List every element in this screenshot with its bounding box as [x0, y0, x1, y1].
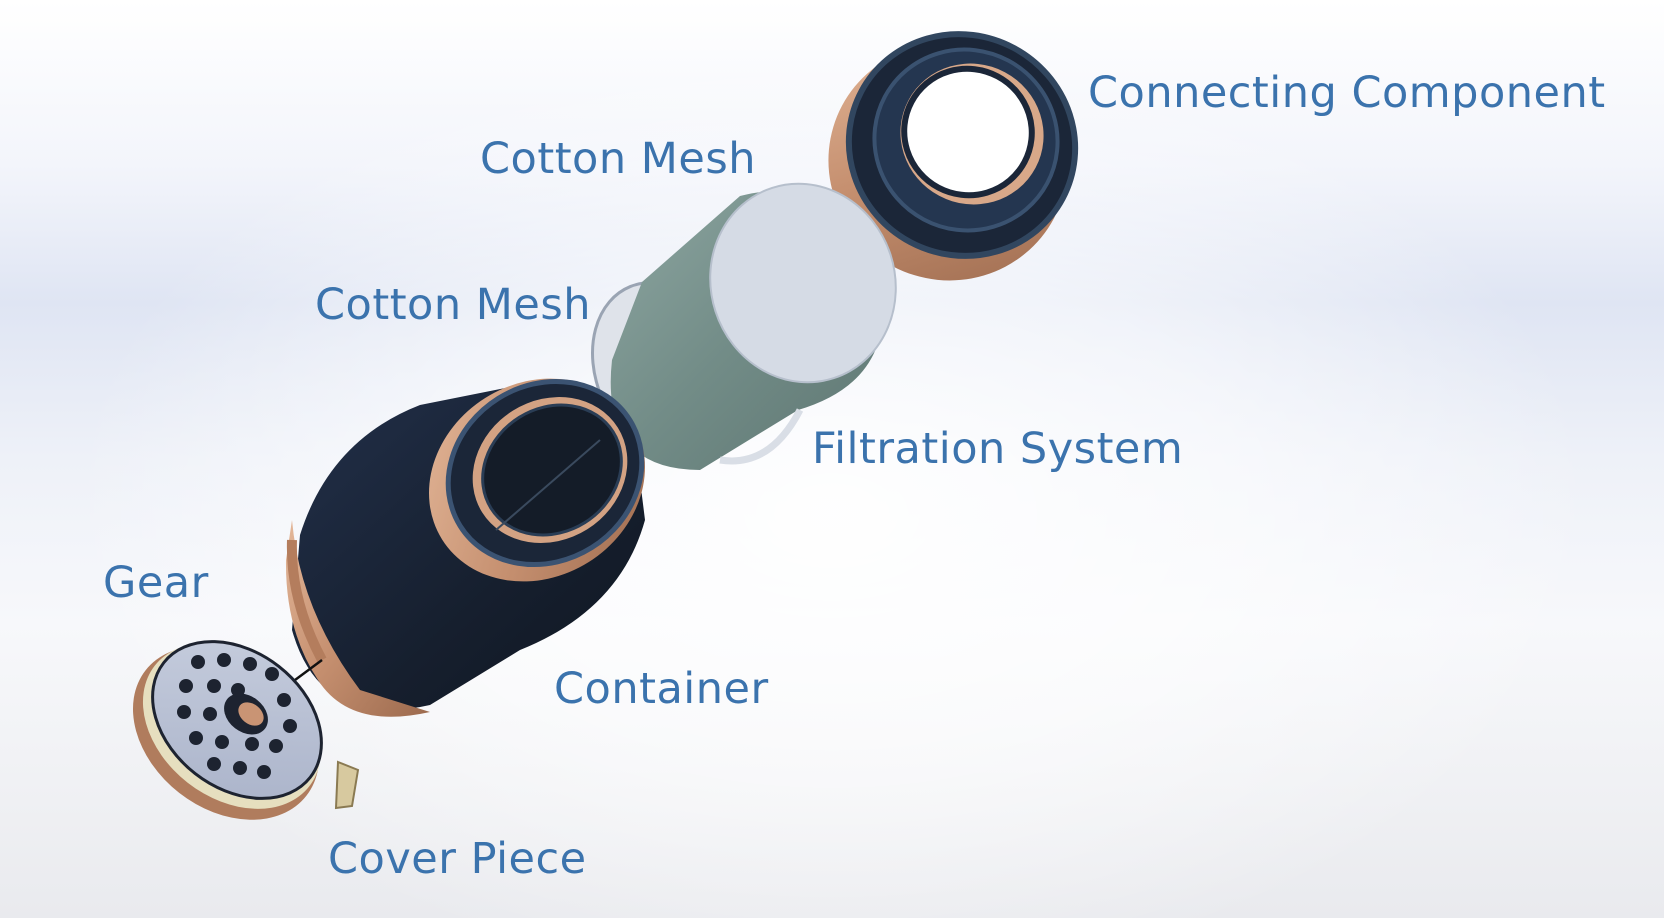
cover-center-bore [238, 702, 264, 726]
assembly-line-inner [495, 439, 601, 531]
container-part [285, 378, 645, 717]
connecting-component-part [828, 31, 1079, 281]
connecting-opening [901, 65, 1035, 199]
cover-holes [177, 653, 297, 779]
gear-tab [334, 760, 360, 810]
cotton-mesh-top-face [709, 182, 897, 384]
label-cotton-mesh-top: Cotton Mesh [480, 134, 756, 184]
label-filtration-system: Filtration System [812, 424, 1184, 474]
label-connecting-component: Connecting Component [1088, 68, 1606, 118]
cover-piece-part [132, 640, 360, 820]
label-cotton-mesh-middle: Cotton Mesh [315, 280, 591, 330]
label-container: Container [554, 664, 769, 714]
container-copper-band [285, 520, 430, 717]
container-copper-edge [286, 539, 327, 663]
label-cover-piece: Cover Piece [328, 834, 587, 884]
filtration-bottom-band [719, 408, 804, 465]
container-opening [481, 403, 623, 537]
label-gear: Gear [103, 558, 209, 608]
